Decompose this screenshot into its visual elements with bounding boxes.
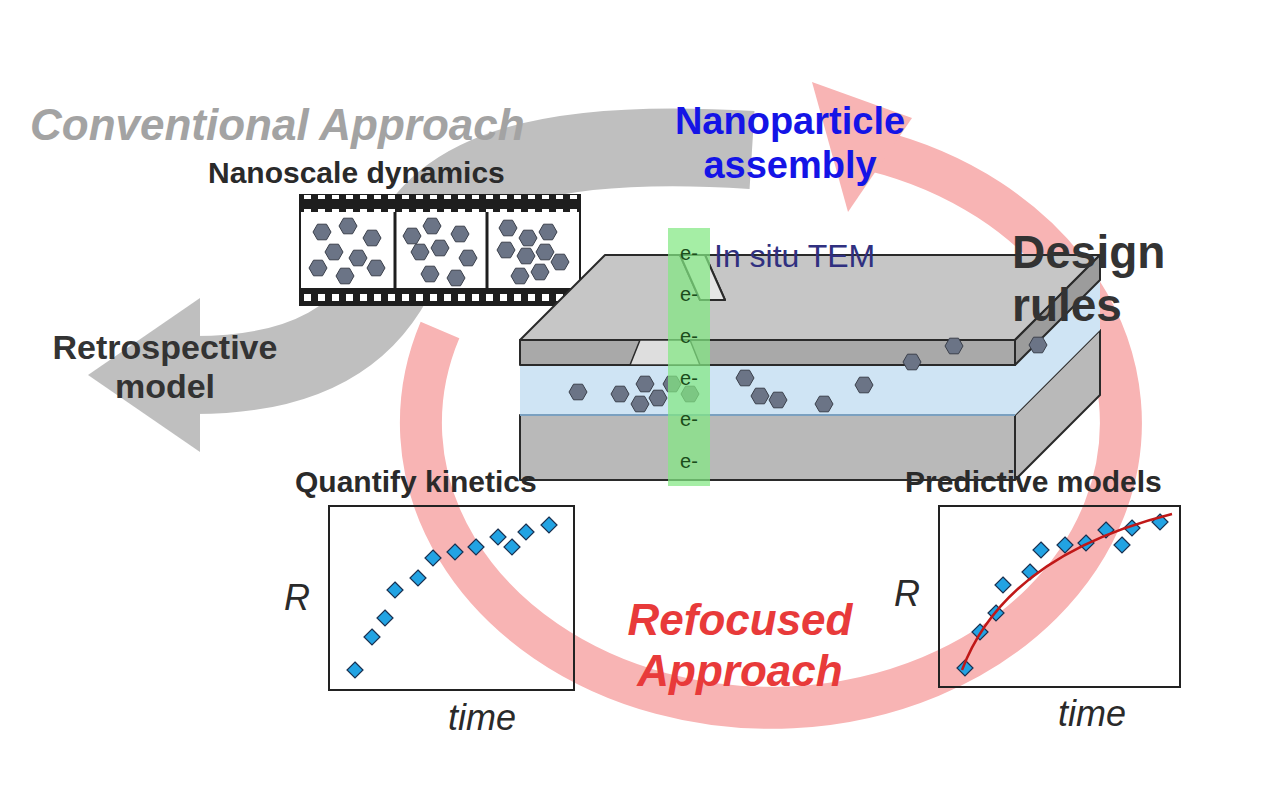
art-use [387,582,403,598]
axis-label: R [894,573,920,615]
electron-label: e- [680,409,698,429]
art-use [855,377,873,393]
film-strip-node: Nanoscale dynamics [208,156,608,308]
art-use [423,218,441,234]
art-use [1057,537,1073,553]
art-use [447,270,465,286]
art-use [536,244,554,260]
art-use [1029,337,1047,353]
approach-title: Refocused Approach [570,595,910,696]
approach-title: Conventional Approach [30,100,525,150]
art-use [403,228,421,244]
art-use [313,224,331,240]
art-use [518,524,534,540]
art-use [551,254,569,270]
axis-label: time [1058,693,1126,735]
art-line [486,212,489,288]
model-label: Retrospective model [20,328,310,406]
art-use [490,529,506,545]
art-use [451,226,469,242]
art-use [325,244,343,260]
art-use [309,260,327,276]
art-use [1114,537,1130,553]
art-line [394,212,397,288]
art-use [336,268,354,284]
electron-label: e- [680,368,698,388]
art-use [504,539,520,555]
art-use [364,629,380,645]
electron-label: e- [680,451,698,471]
plot-heading: Predictive models [905,465,1162,499]
art-use [995,577,1011,593]
electron-label: e- [680,326,698,346]
technique-label: In situ TEM [714,238,875,275]
art-use [903,354,921,370]
art-rect [300,195,580,305]
electron-label: e- [680,284,698,304]
film-strip [300,195,580,305]
art-use [611,386,629,402]
art-use [367,260,385,276]
electron-label: e- [680,243,698,263]
art-rect [300,195,580,212]
art-use [339,218,357,234]
art-use [769,392,787,408]
art-use [649,390,667,406]
art-use [425,550,441,566]
model-data [957,514,1172,676]
art-use [377,610,393,626]
art-use [815,396,833,412]
art-path [962,514,1172,670]
art-use [751,388,769,404]
art-use [517,248,535,264]
kinetics-data [347,517,557,678]
art-g [569,337,1047,412]
electron-beam: e-e-e-e-e-e- [668,228,710,486]
art-use [631,396,649,412]
axis-label: time [448,697,516,739]
art-use [497,242,515,258]
axis-label: R [284,577,310,619]
art-use [539,224,557,240]
plot-heading: Quantify kinetics [295,465,537,499]
film-heading: Nanoscale dynamics [208,156,505,190]
plot-box: Predictive modelsRtime [938,505,1181,688]
art-use [349,250,367,266]
art-use [499,220,517,236]
art-use [1033,542,1049,558]
art-use [736,370,754,386]
art-use [410,570,426,586]
art-use [431,240,449,256]
art-use [421,266,439,282]
plot-box: Quantify kineticsRtime [328,505,575,691]
art-line [520,414,1015,416]
art-use [541,517,557,533]
art-use [519,230,537,246]
art-use [459,250,477,266]
assembly-label: Nanoparticle assembly [640,100,940,187]
art-use [531,264,549,280]
art-use [447,544,463,560]
art-rect [300,288,580,305]
art-use [363,230,381,246]
art-use [468,539,484,555]
art-use [945,338,963,354]
art-use [511,268,529,284]
art-use [636,376,654,392]
art-use [569,384,587,400]
art-use [347,662,363,678]
art-polygon [520,340,1015,365]
design-label: Design rules [1012,226,1222,332]
art-use [411,244,429,260]
